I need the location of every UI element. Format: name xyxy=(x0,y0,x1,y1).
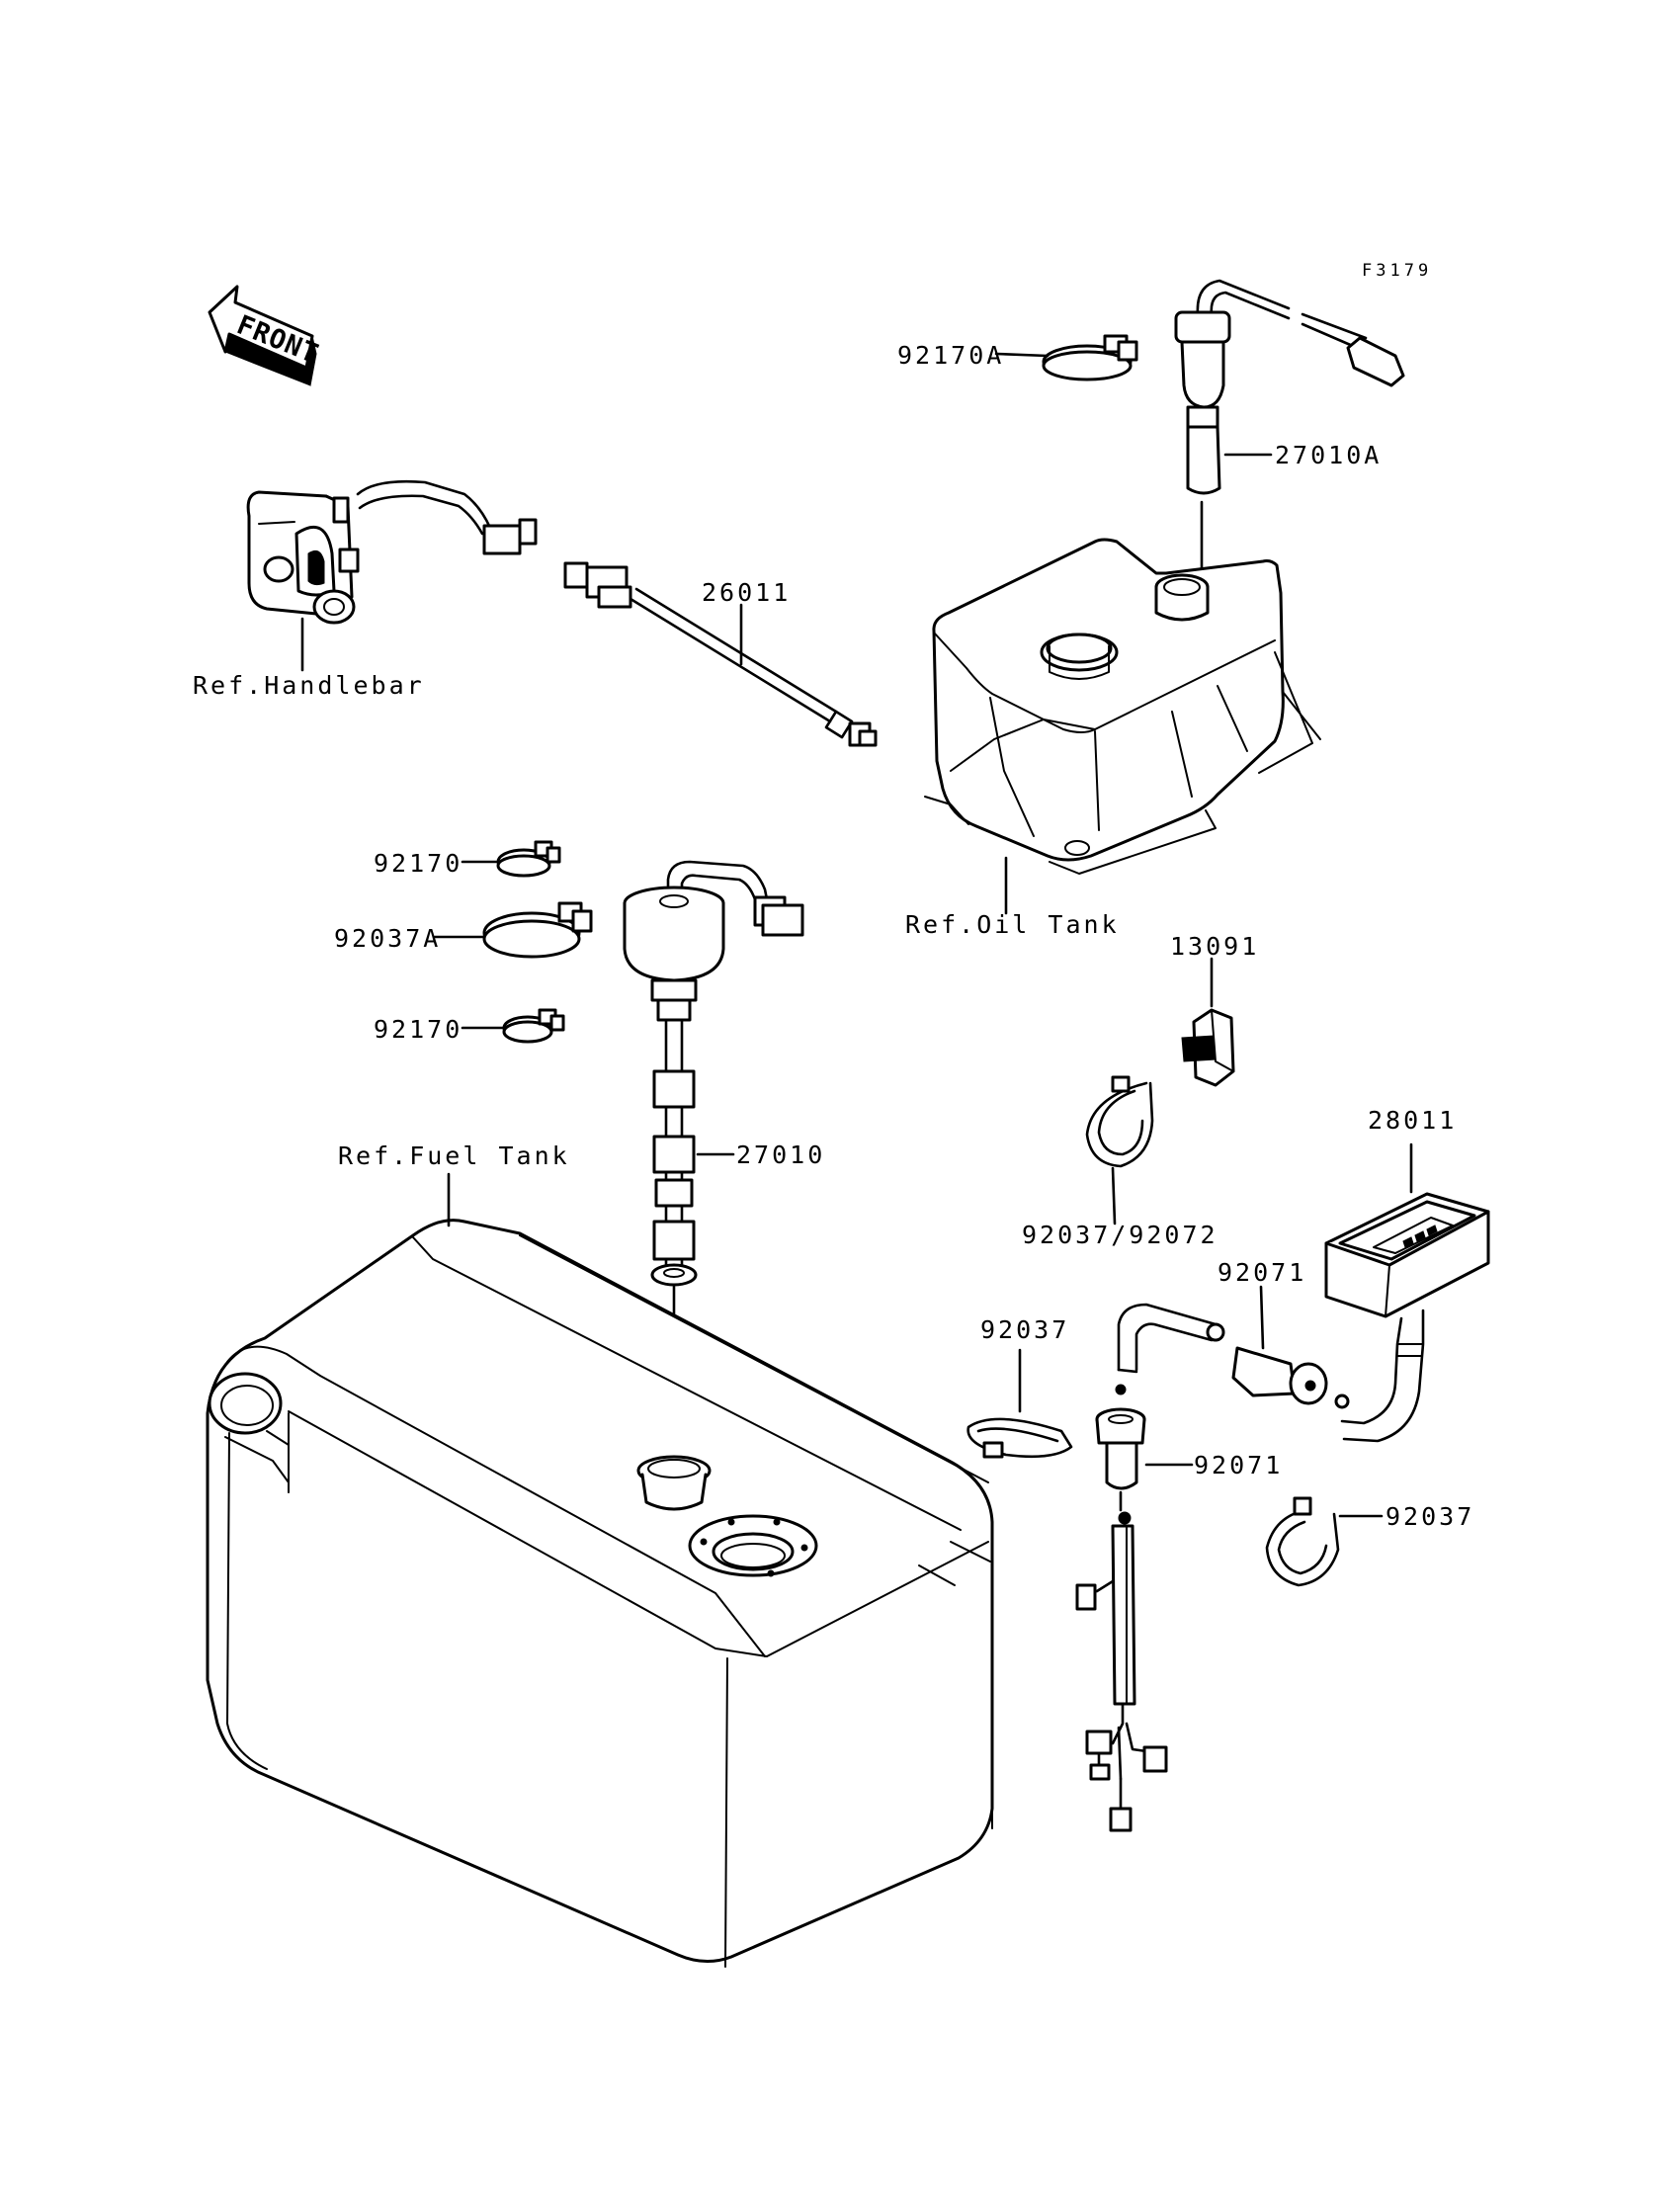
label-27010: 27010 xyxy=(736,1141,825,1169)
label-13091: 13091 xyxy=(1170,932,1259,961)
clamp-92170-lower-icon xyxy=(502,1008,565,1044)
label-92170-upper: 92170 xyxy=(374,849,462,878)
diagram-id: F3179 xyxy=(1362,261,1432,281)
label-92071-upper: 92071 xyxy=(1218,1258,1306,1287)
label-92071-lower: 92071 xyxy=(1194,1451,1283,1479)
front-arrow-icon: FRONT xyxy=(208,285,323,386)
band-92037-right-icon xyxy=(1265,1496,1340,1587)
clamp-92037a-icon xyxy=(482,901,593,959)
label-92170-lower: 92170 xyxy=(374,1015,462,1044)
handlebar-switch-icon xyxy=(246,490,360,625)
label-92037-right: 92037 xyxy=(1386,1502,1474,1531)
label-26011: 26011 xyxy=(702,578,791,607)
leader-92170a xyxy=(994,352,1050,358)
fuel-level-sensor-27010-icon xyxy=(623,860,804,1287)
handlebar-connector-icon xyxy=(482,518,538,555)
grommet-92071-lower-icon xyxy=(1095,1384,1146,1490)
label-92037-left: 92037 xyxy=(980,1315,1069,1344)
fuel-gauge-28011-icon xyxy=(1324,1192,1490,1443)
band-92037-left-icon xyxy=(966,1417,1073,1459)
hose-92071-upper-icon xyxy=(1117,1303,1350,1409)
band-92037-92072-icon xyxy=(1085,1075,1154,1168)
label-92170a: 92170A xyxy=(897,341,1004,370)
clamp-92170-upper-icon xyxy=(496,840,561,878)
level-sensor-harness-icon xyxy=(1075,1490,1168,1832)
label-ref-handlebar: Ref.Handlebar xyxy=(193,671,425,700)
leader-92037-92072 xyxy=(1111,1166,1117,1225)
label-27010a: 27010A xyxy=(1275,441,1382,469)
label-28011: 28011 xyxy=(1368,1106,1457,1135)
label-ref-oil-tank: Ref.Oil Tank xyxy=(905,910,1120,939)
leader-92071-upper xyxy=(1259,1285,1265,1350)
oil-tank-icon xyxy=(924,538,1321,875)
clamp-92170a-icon xyxy=(1042,334,1138,381)
oil-level-sensor-27010a-icon xyxy=(1174,279,1405,495)
handlebar-cable-icon xyxy=(356,479,492,530)
label-92037a: 92037A xyxy=(334,924,441,953)
label-ref-fuel-tank: Ref.Fuel Tank xyxy=(338,1141,570,1170)
fuel-tank-icon xyxy=(206,1219,994,1968)
label-92037-92072: 92037/92072 xyxy=(1022,1221,1218,1249)
holder-13091-icon xyxy=(1181,1008,1235,1087)
lead-wire-26011-icon xyxy=(563,561,878,747)
